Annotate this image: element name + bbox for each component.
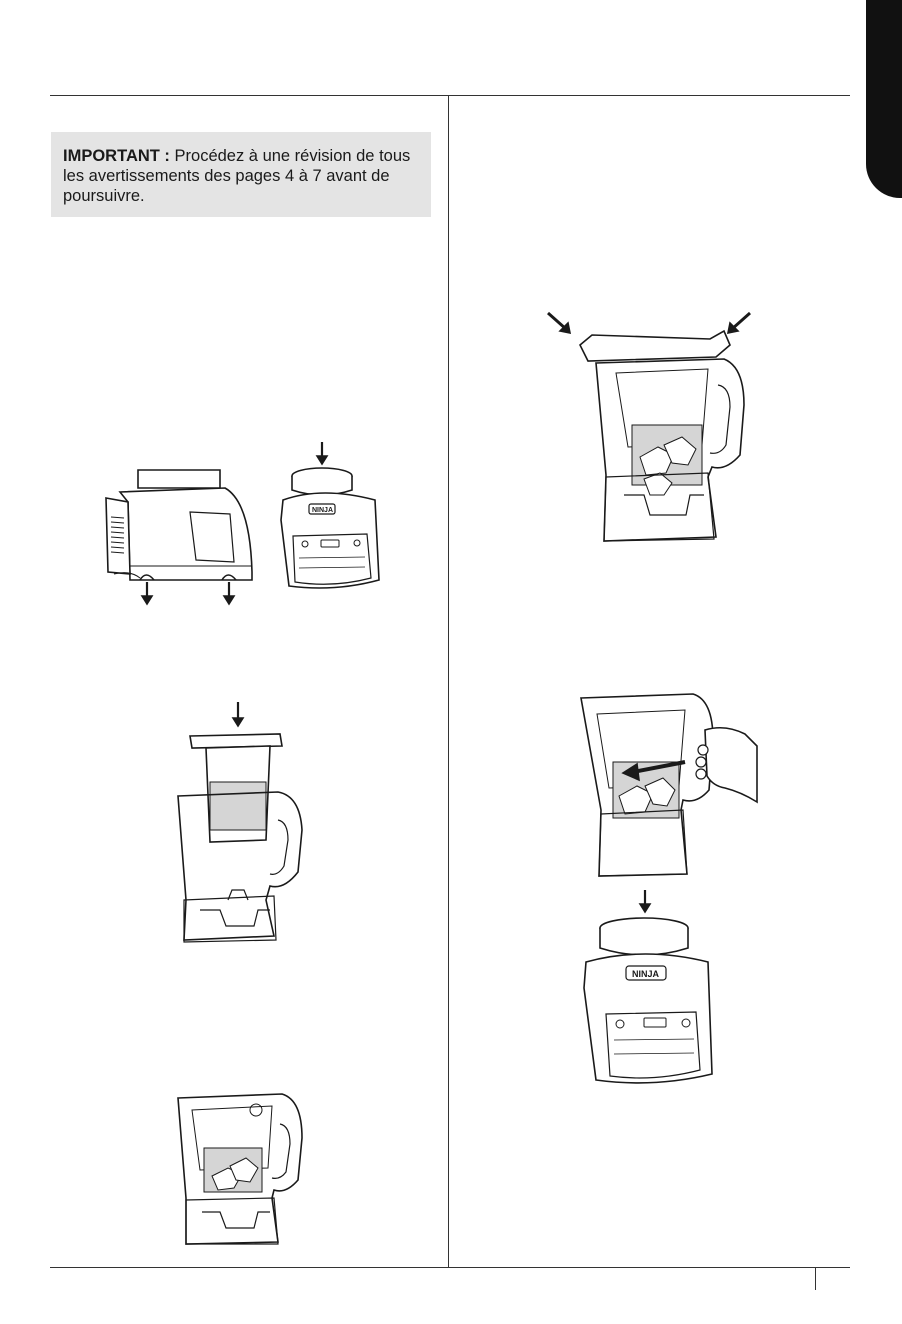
pitcher-rotate-hand-illustration [575, 690, 765, 880]
important-notice: IMPORTANT : Procédez à une révision de t… [51, 132, 431, 217]
pitcher-lid-latches-illustration [540, 305, 760, 545]
brand-label: NINJA [312, 507, 333, 514]
brand-label: NINJA [632, 969, 660, 979]
motor-base-side-illustration [100, 462, 260, 612]
pitcher-with-ice-illustration [172, 1088, 312, 1248]
bottom-rule [50, 1267, 850, 1268]
column-divider [448, 96, 449, 1267]
page-number-tick [815, 1268, 816, 1290]
language-tab [866, 0, 902, 198]
top-rule [50, 95, 850, 96]
pitcher-assembly-illustration [170, 700, 310, 950]
motor-base-front-illustration: NINJA [275, 440, 385, 598]
notice-label: IMPORTANT : [63, 147, 170, 165]
motor-base-attach-illustration: NINJA [578, 888, 718, 1088]
